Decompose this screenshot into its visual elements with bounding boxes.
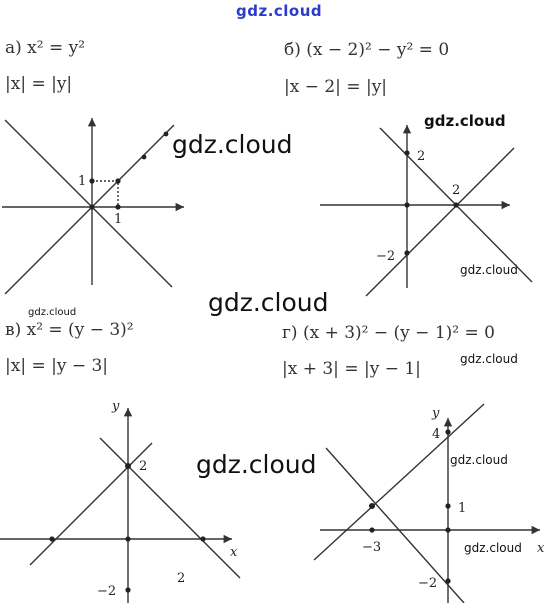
graph-c-line-2 bbox=[99, 437, 241, 579]
graph-c-point bbox=[125, 587, 131, 593]
graph-a-points bbox=[89, 131, 169, 210]
graph-c-point bbox=[49, 536, 55, 542]
graph-c-label-x: x bbox=[230, 545, 238, 560]
graph-a-line-1 bbox=[4, 119, 173, 288]
graph-c-label-y: y bbox=[111, 399, 120, 414]
problem-d-equation: г) (x + 3)² − (y − 1)² = 0 bbox=[282, 323, 495, 343]
problem-d-modulus: |x + 3| = |y − 1| bbox=[282, 359, 421, 379]
graph-d-line-1 bbox=[313, 403, 485, 561]
graph-d-point bbox=[445, 503, 451, 509]
graph-a-point bbox=[163, 131, 169, 137]
graph-a-line-2 bbox=[4, 124, 175, 295]
graph-a-label-one-y: 1 bbox=[78, 174, 86, 189]
graph-c-point bbox=[200, 536, 206, 542]
watermark-big-1: gdz.cloud bbox=[172, 130, 293, 159]
graph-c-point bbox=[125, 536, 131, 542]
watermark-small-1: gdz.cloud bbox=[460, 263, 518, 277]
graph-d-line-2 bbox=[325, 447, 465, 603]
graph-b-point bbox=[404, 202, 410, 208]
graph-c-label-two: 2 bbox=[139, 459, 147, 474]
graph-b-label-two-x: 2 bbox=[452, 183, 460, 198]
graph-d-label-x: x bbox=[537, 541, 545, 556]
graph-b bbox=[320, 125, 533, 297]
graph-c-label-two-b: 2 bbox=[177, 571, 185, 586]
graph-b-label-neg-two: −2 bbox=[376, 249, 395, 264]
problem-c-modulus: |x| = |y − 3| bbox=[5, 356, 109, 376]
graph-a-point bbox=[115, 204, 121, 210]
watermark-small-2: gdz.cloud bbox=[460, 352, 518, 366]
graph-c bbox=[0, 408, 241, 603]
graph-d-point bbox=[369, 527, 375, 533]
graph-a-point bbox=[141, 154, 147, 160]
graph-a-label-one-x: 1 bbox=[114, 212, 122, 227]
graph-a-point bbox=[115, 178, 121, 184]
graph-b-line-2 bbox=[365, 147, 515, 297]
watermark-tiny-1: gdz.cloud bbox=[28, 307, 77, 318]
graph-d-label-one: 1 bbox=[458, 501, 466, 516]
graph-c-point bbox=[125, 463, 131, 469]
graph-c-label-neg-two: −2 bbox=[97, 584, 116, 599]
graph-d-point bbox=[445, 429, 451, 435]
watermark-big-2: gdz.cloud bbox=[208, 288, 329, 317]
graph-d-label-neg-two: −2 bbox=[418, 576, 437, 591]
graph-b-point bbox=[404, 150, 410, 156]
graph-d-point bbox=[445, 578, 451, 584]
problem-a-modulus: |x| = |y| bbox=[5, 74, 73, 94]
watermark-big-3: gdz.cloud bbox=[196, 450, 317, 479]
graph-a-point-origin bbox=[89, 204, 95, 210]
graph-a-point bbox=[89, 178, 95, 184]
graph-c-line-1 bbox=[29, 442, 153, 566]
graph-d-points bbox=[369, 429, 451, 584]
graph-d bbox=[313, 403, 540, 603]
graph-d-label-four: 4 bbox=[432, 427, 440, 442]
problem-c-equation: в) x² = (y − 3)² bbox=[5, 320, 134, 340]
graph-b-point bbox=[404, 250, 410, 256]
graph-b-point bbox=[453, 202, 459, 208]
graph-b-points bbox=[404, 150, 459, 256]
watermark-small-3: gdz.cloud bbox=[450, 453, 508, 467]
watermark-top: gdz.cloud bbox=[236, 2, 323, 20]
problem-b-equation: б) (x − 2)² − y² = 0 bbox=[284, 40, 450, 60]
graph-b-label-two-y: 2 bbox=[417, 149, 425, 164]
graph-c-points bbox=[49, 463, 206, 593]
watermark-small-4: gdz.cloud bbox=[464, 541, 522, 555]
graph-d-label-neg-three: −3 bbox=[362, 540, 381, 555]
graph-d-label-y: y bbox=[431, 406, 440, 421]
problem-a-equation: а) x² = y² bbox=[5, 38, 86, 58]
graph-d-point bbox=[369, 503, 375, 509]
problem-b-modulus: |x − 2| = |y| bbox=[284, 77, 388, 97]
graph-d-point bbox=[445, 527, 451, 533]
watermark-mid: gdz.cloud bbox=[424, 112, 506, 130]
